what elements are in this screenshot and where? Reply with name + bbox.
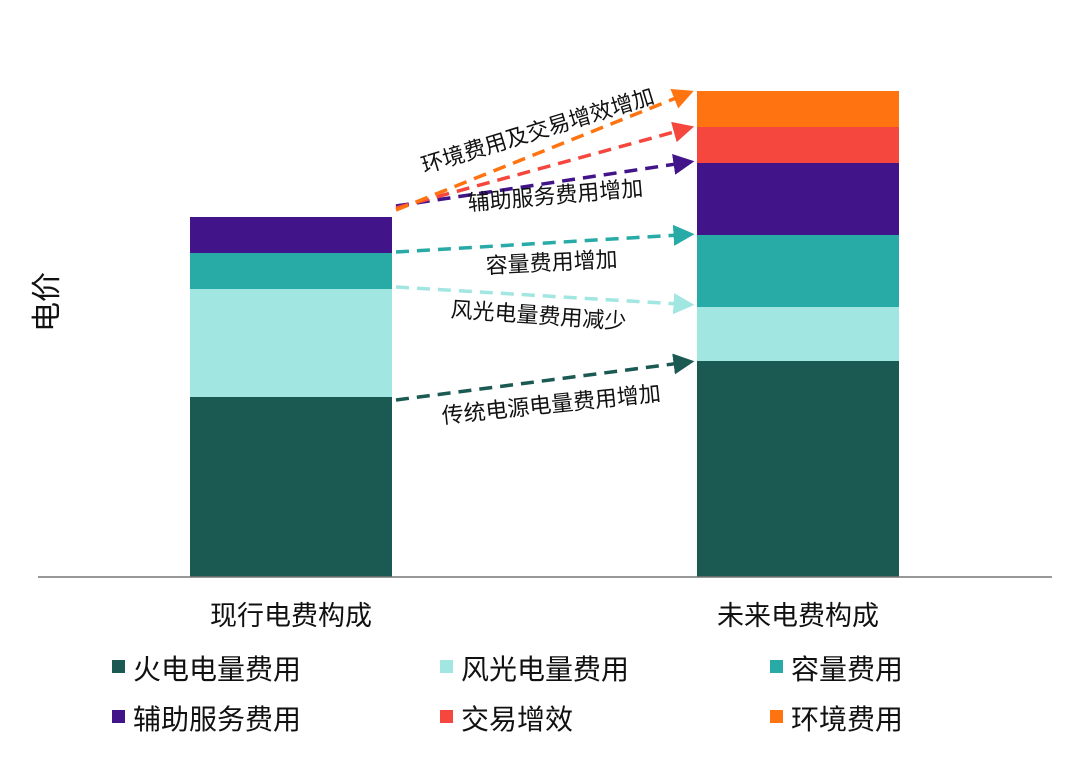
annotation-label-4: 传统电源电量费用增加 [441, 382, 662, 430]
legend-swatch-4 [440, 710, 453, 723]
legend-swatch-2 [770, 660, 783, 673]
x-tick-label-future: 未来电费构成 [717, 601, 879, 632]
change-arrow-5 [395, 88, 694, 212]
bar-segment-future-2 [697, 235, 899, 307]
annotation-label-3: 风光电量费用减少 [450, 298, 627, 335]
bar-segment-future-3 [697, 163, 899, 235]
change-arrow-4 [395, 121, 695, 210]
bar-segment-future-5 [697, 91, 899, 127]
legend-swatch-3 [112, 710, 125, 723]
legend-label-4: 交易增效 [461, 703, 573, 736]
annotation-label-1: 辅助服务费用增加 [467, 176, 645, 216]
legend-swatch-0 [112, 660, 125, 673]
change-arrow-2 [395, 224, 695, 254]
legend-label-1: 风光电量费用 [461, 653, 629, 686]
bar-segment-current-0 [190, 397, 392, 577]
annotation-label-2: 容量费用增加 [485, 248, 618, 280]
change-arrow-1 [395, 285, 695, 315]
legend-label-2: 容量费用 [791, 653, 903, 686]
bar-segment-future-0 [697, 361, 899, 577]
change-arrow-0 [395, 353, 695, 402]
bar-segment-current-1 [190, 289, 392, 397]
change-arrow-3 [395, 153, 695, 208]
x-tick-label-current: 现行电费构成 [210, 601, 372, 632]
legend-swatch-1 [440, 660, 453, 673]
legend-label-3: 辅助服务费用 [133, 703, 301, 736]
bar-segment-current-3 [190, 217, 392, 253]
legend-label-5: 环境费用 [791, 703, 903, 736]
bar-segment-current-2 [190, 253, 392, 289]
arrows-layer [395, 88, 695, 402]
bar-segment-future-1 [697, 307, 899, 361]
legend-swatch-5 [770, 710, 783, 723]
y-axis-label: 电价 [30, 272, 65, 332]
bar-segment-future-4 [697, 127, 899, 163]
legend-label-0: 火电电量费用 [133, 653, 301, 686]
annotations-layer: 环境费用及交易增效增加辅助服务费用增加容量费用增加风光电量费用减少传统电源电量费… [419, 84, 662, 429]
annotation-label-0: 环境费用及交易增效增加 [419, 84, 658, 179]
bars-layer [190, 91, 899, 577]
